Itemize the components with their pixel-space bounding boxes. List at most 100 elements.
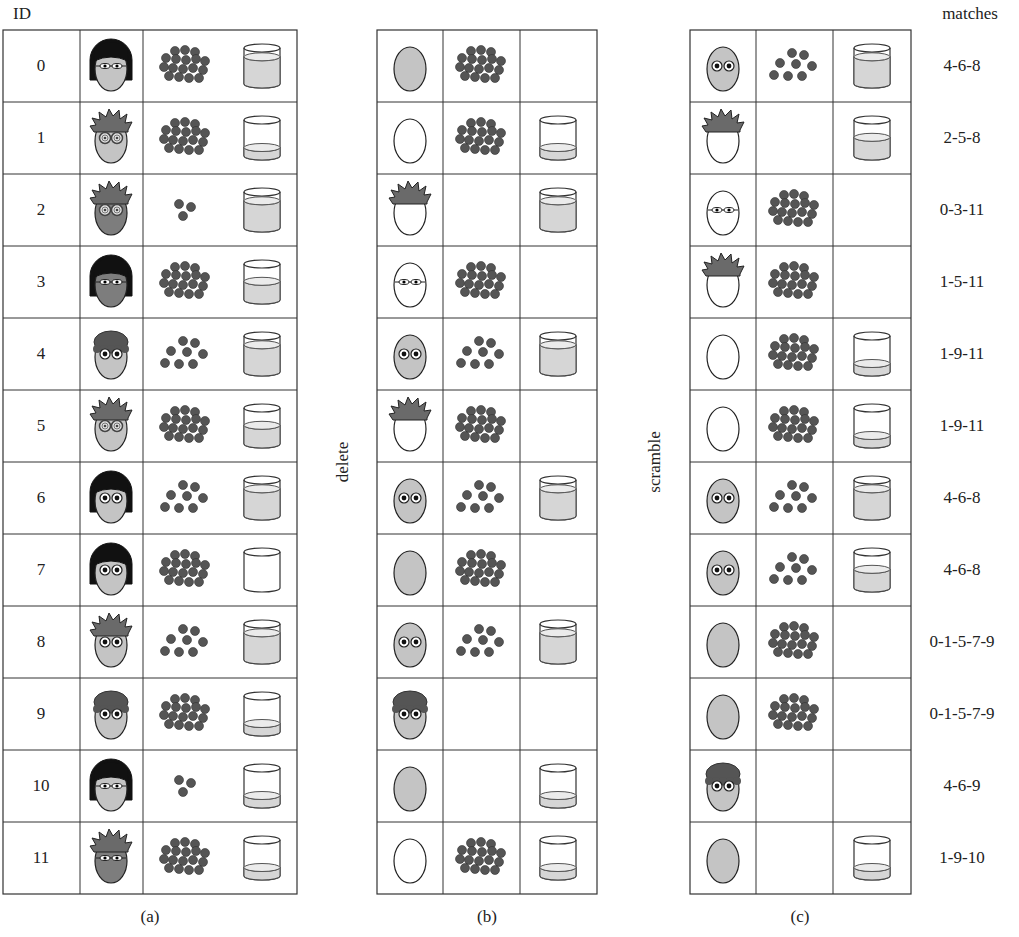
marble-dot — [471, 433, 480, 442]
marble-dot — [467, 551, 476, 560]
glass-liquid — [244, 633, 280, 664]
marble-dot — [495, 426, 504, 435]
eye-slit — [112, 64, 122, 69]
table-row-line — [377, 102, 597, 103]
marble-dot — [781, 631, 790, 640]
marble-dot — [192, 703, 201, 712]
marble-dot — [201, 561, 210, 570]
marble-dot — [468, 847, 477, 856]
marble-dot — [808, 566, 817, 575]
panel-label: (b) — [477, 908, 497, 927]
marble-dot — [468, 415, 477, 424]
glass-rim — [244, 836, 280, 844]
marble-dot — [778, 208, 787, 217]
hair-bangs — [94, 474, 128, 493]
marble-dot — [800, 555, 809, 564]
eye-round — [724, 493, 734, 503]
table-row-line — [377, 462, 597, 463]
marble-dot — [804, 218, 813, 227]
liquid-surface — [540, 144, 576, 152]
marble-dot — [808, 354, 817, 363]
marble-dot — [171, 119, 180, 128]
glass-rim — [244, 44, 280, 52]
marble-dot — [792, 492, 801, 501]
match-list: 1-5-11 — [940, 273, 985, 292]
marble-dot — [162, 54, 171, 63]
marble-dot — [185, 866, 194, 875]
glass-rim — [540, 836, 576, 844]
marble-dot — [463, 491, 472, 500]
marble-dot — [784, 576, 793, 585]
eye-slit — [724, 208, 734, 213]
marble-dot — [167, 491, 176, 500]
glass-liquid — [540, 201, 576, 232]
face-oval — [707, 839, 739, 883]
marble-dot — [471, 289, 480, 298]
table-row-line — [690, 102, 911, 103]
glass-body — [854, 336, 890, 376]
marble-dot — [808, 714, 817, 723]
marble-dot — [199, 66, 208, 75]
face-oval — [707, 407, 739, 451]
eye-round — [411, 637, 421, 647]
marble-dot — [798, 72, 807, 81]
marble-dot — [478, 416, 487, 425]
marble-dot — [179, 481, 188, 490]
marble-dot — [192, 55, 201, 64]
glass-liquid — [540, 489, 576, 520]
glass-body — [244, 624, 280, 664]
eye-pupil — [116, 425, 119, 428]
glass-rim — [244, 620, 280, 628]
table-row-line — [377, 390, 597, 391]
table-border — [3, 30, 297, 894]
marble-dot — [181, 694, 190, 703]
marble-dot — [495, 494, 504, 503]
liquid-surface — [244, 485, 280, 493]
marble-dot — [182, 128, 191, 137]
marble-dot — [478, 272, 487, 281]
marble-dot — [179, 281, 188, 290]
eye-pupil — [414, 712, 419, 717]
glass-body — [244, 264, 280, 304]
marble-dot — [191, 483, 200, 492]
eye-pupil — [402, 712, 407, 717]
marble-dot — [804, 290, 813, 299]
marble-dot — [790, 334, 799, 343]
marble-dot — [485, 856, 494, 865]
marble-dot — [774, 648, 783, 657]
marble-dot — [171, 47, 180, 56]
eye-pupil — [727, 496, 732, 501]
marble-dot — [495, 66, 504, 75]
marble-dot — [487, 483, 496, 492]
eye-round — [411, 709, 421, 719]
eye-round — [712, 61, 722, 71]
eye-pupil — [104, 425, 107, 428]
marble-dot — [497, 129, 506, 138]
marble-dot — [788, 713, 797, 722]
marble-dot — [475, 625, 484, 634]
marble-dot — [465, 424, 474, 433]
marble-dot — [465, 856, 474, 865]
marble-dot — [769, 711, 778, 720]
marble-dot — [171, 263, 180, 272]
liquid-surface — [244, 720, 280, 728]
marble-dot — [199, 350, 208, 359]
eye-round — [712, 565, 722, 575]
marble-dot — [175, 577, 184, 586]
marble-dot — [774, 720, 783, 729]
marble-dot — [162, 414, 171, 423]
match-list: 1-9-10 — [939, 849, 984, 868]
marble-dot — [461, 432, 470, 441]
marble-dot — [468, 127, 477, 136]
marble-dot — [195, 722, 204, 731]
marble-dot — [481, 74, 490, 83]
marble-dot — [485, 648, 494, 657]
marble-dot — [181, 118, 190, 127]
eye-slit — [112, 784, 122, 789]
glass-liquid — [854, 57, 890, 88]
marble-dot — [788, 209, 797, 218]
eye-pupil — [414, 640, 419, 645]
marble-dot — [774, 288, 783, 297]
eye-round — [112, 709, 122, 719]
glass-body — [244, 408, 280, 448]
